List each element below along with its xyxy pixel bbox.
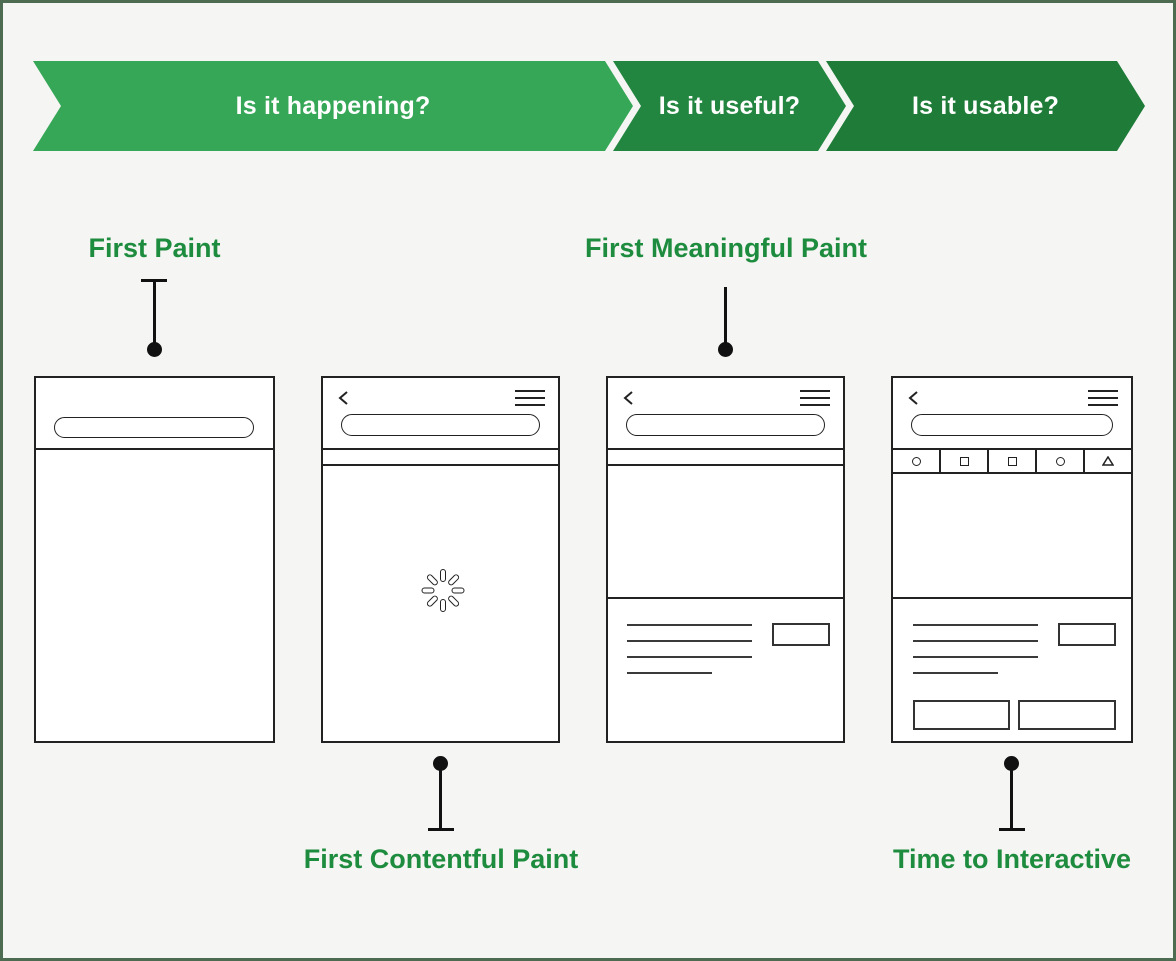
- first-contentful-paint-connector-line: [439, 763, 442, 829]
- loading-spinner-icon: [421, 568, 465, 612]
- banner-step-label: Is it useful?: [658, 91, 801, 120]
- url-bar: [341, 414, 540, 436]
- square-icon: [959, 456, 969, 466]
- url-bar: [54, 417, 254, 438]
- url-bar: [911, 414, 1113, 436]
- icon-toolbar: [893, 450, 1131, 472]
- action-button-placeholder: [1018, 700, 1116, 730]
- back-icon: [908, 391, 918, 405]
- first-contentful-paint-connector-cap: [428, 828, 454, 831]
- circle-icon: [911, 456, 921, 466]
- text-line-placeholder: [913, 656, 1038, 658]
- phone-mockup-time-to-interactive: [891, 376, 1133, 743]
- button-placeholder: [1058, 623, 1116, 646]
- phone-mockup-first-paint: [34, 376, 275, 743]
- action-button-placeholder: [913, 700, 1010, 730]
- header-divider: [607, 448, 844, 450]
- button-placeholder: [772, 623, 830, 646]
- toolbar-cell: [941, 450, 989, 472]
- toolbar-cell: [989, 450, 1037, 472]
- first-paint-connector-line: [153, 280, 156, 346]
- text-line-placeholder: [913, 640, 1038, 642]
- toolbar-cell: [1085, 450, 1131, 472]
- strip-divider: [607, 464, 844, 466]
- first-meaningful-paint-connector-line: [724, 287, 727, 345]
- banner-step-label: Is it usable?: [911, 91, 1060, 120]
- strip-divider: [322, 464, 559, 466]
- phone-mockup-first-contentful-paint: [321, 376, 560, 743]
- url-bar: [626, 414, 825, 436]
- first-paint-connector-dot: [147, 342, 162, 357]
- banner-step-happening: Is it happening?: [33, 61, 633, 151]
- banner-step-usable: Is it usable?: [826, 61, 1145, 151]
- header-divider: [322, 448, 559, 450]
- hamburger-menu-icon: [1088, 390, 1118, 411]
- phone-mockup-first-meaningful-paint: [606, 376, 845, 743]
- back-icon: [623, 391, 633, 405]
- text-line-placeholder: [913, 672, 998, 674]
- banner-step-label: Is it happening?: [235, 91, 431, 120]
- text-line-placeholder: [627, 640, 752, 642]
- text-line-placeholder: [627, 656, 752, 658]
- first-meaningful-paint-connector-dot: [718, 342, 733, 357]
- back-icon: [338, 391, 348, 405]
- header-divider: [892, 448, 1132, 450]
- circle-icon: [1055, 456, 1065, 466]
- hamburger-menu-icon: [515, 390, 545, 411]
- header-divider: [35, 448, 274, 450]
- first-paint-label: First Paint: [88, 233, 221, 263]
- toolbar-cell: [1037, 450, 1085, 472]
- toolbar-divider: [892, 472, 1132, 474]
- time-to-interactive-connector-line: [1010, 763, 1013, 829]
- first-meaningful-paint-label: First Meaningful Paint: [584, 233, 867, 263]
- text-line-placeholder: [913, 624, 1038, 626]
- hero-divider: [607, 597, 844, 599]
- text-line-placeholder: [627, 672, 712, 674]
- hamburger-menu-icon: [800, 390, 830, 411]
- banner-step-useful: Is it useful?: [613, 61, 846, 151]
- first-contentful-paint-label: First Contentful Paint: [303, 844, 579, 874]
- hero-divider: [892, 597, 1132, 599]
- toolbar-cell: [893, 450, 941, 472]
- time-to-interactive-label: Time to Interactive: [892, 844, 1132, 874]
- triangle-icon: [1102, 456, 1114, 466]
- time-to-interactive-connector-cap: [999, 828, 1025, 831]
- text-line-placeholder: [627, 624, 752, 626]
- square-icon: [1007, 456, 1017, 466]
